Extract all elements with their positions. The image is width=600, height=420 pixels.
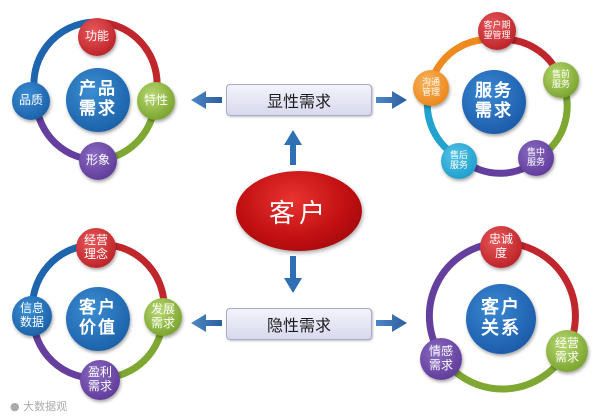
watermark-text: 大数据观	[23, 400, 68, 413]
service-expectation-node: 客户期望管理	[478, 12, 516, 50]
value-philosophy-node: 经营理念	[76, 228, 116, 268]
relationship-loyalty-line2: 度	[494, 246, 507, 260]
implicit-needs-label: 隐性需求	[226, 308, 372, 340]
service-presale-line2: 服务	[551, 80, 570, 90]
service-presale-line1: 售前	[551, 69, 570, 80]
service-aftersale-node: 售后服务	[441, 143, 477, 179]
product-needs-center: 产品需求	[66, 68, 130, 132]
arrow-up-to-explicit	[284, 130, 302, 165]
product-function-node: 功能	[78, 18, 116, 56]
service-aftersale-line1: 售后	[449, 150, 468, 161]
customer-relationship-center: 客户关系	[466, 284, 536, 354]
value-philosophy-line1: 经营	[83, 233, 108, 248]
explicit-needs-label: 显性需求	[226, 84, 372, 116]
product-feature-node: 特性	[137, 82, 175, 120]
arrow-explicit-right	[376, 91, 407, 109]
arrow-implicit-right	[376, 314, 407, 332]
value-development-node: 发展需求	[144, 298, 182, 336]
service-aftersale-line2: 服务	[449, 161, 468, 171]
service-expectation-line1: 客户期	[483, 20, 511, 31]
relationship-business-line2: 需求	[554, 350, 579, 364]
relationship-loyalty-line1: 忠诚	[488, 232, 513, 247]
arrow-explicit-left	[191, 91, 222, 109]
product-quality-node: 品质	[12, 82, 50, 120]
relationship-loyalty-node: 忠诚度	[480, 226, 522, 268]
value-center-line2: 价值	[79, 318, 117, 338]
implicit-needs-text: 隐性需求	[266, 316, 331, 335]
value-information-node: 信息数据	[12, 296, 52, 336]
relationship-emotion-line2: 需求	[428, 358, 453, 372]
product-image-node: 形象	[79, 142, 117, 180]
customer-value-center: 客户价值	[66, 287, 130, 351]
service-insale-node: 售中服务	[518, 140, 554, 176]
product-feature-text: 特性	[143, 93, 168, 108]
product-quality-text: 品质	[18, 93, 43, 108]
relationship-emotion-line1: 情感	[428, 344, 453, 359]
arrow-down-to-implicit	[284, 256, 302, 293]
value-information-line2: 数据	[19, 315, 44, 329]
service-insale-line2: 服务	[526, 158, 545, 168]
service-center-line1: 服务	[475, 81, 513, 102]
relationship-business-node: 经营需求	[546, 330, 588, 372]
product-function-text: 功能	[84, 29, 109, 44]
value-center-line1: 客户	[79, 298, 117, 319]
customer-node: 客户	[236, 171, 362, 251]
service-communication-node: 沟通管理	[413, 70, 449, 106]
relationship-center-line2: 关系	[481, 318, 521, 339]
product-image-text: 形象	[85, 153, 110, 168]
watermark: ● 大数据观	[10, 398, 67, 414]
value-profit-line1: 盈利	[87, 365, 112, 380]
relationship-center-line1: 客户	[481, 297, 521, 319]
value-philosophy-line2: 理念	[83, 247, 108, 261]
service-presale-node: 售前服务	[543, 62, 579, 98]
relationship-business-line1: 经营	[554, 336, 579, 351]
service-needs-center: 服务需求	[462, 70, 526, 134]
explicit-needs-text: 显性需求	[266, 92, 331, 111]
product-center-line1: 产品	[79, 79, 117, 100]
value-development-line2: 需求	[150, 316, 175, 330]
value-profit-line2: 需求	[87, 379, 112, 393]
service-insale-line1: 售中	[526, 147, 545, 158]
customer-text: 客户	[268, 198, 329, 229]
service-communication-line2: 管理	[421, 88, 440, 98]
service-expectation-line2: 望管理	[483, 31, 511, 41]
relationship-emotion-node: 情感需求	[420, 338, 462, 380]
watermark-icon: ●	[10, 400, 24, 413]
arrow-implicit-left	[191, 314, 222, 332]
value-profit-node: 盈利需求	[80, 360, 120, 400]
value-development-line1: 发展	[150, 302, 175, 317]
value-information-line1: 信息	[19, 301, 44, 316]
service-communication-line1: 沟通	[421, 77, 440, 88]
service-center-line2: 需求	[475, 101, 513, 121]
product-center-line2: 需求	[79, 99, 117, 119]
